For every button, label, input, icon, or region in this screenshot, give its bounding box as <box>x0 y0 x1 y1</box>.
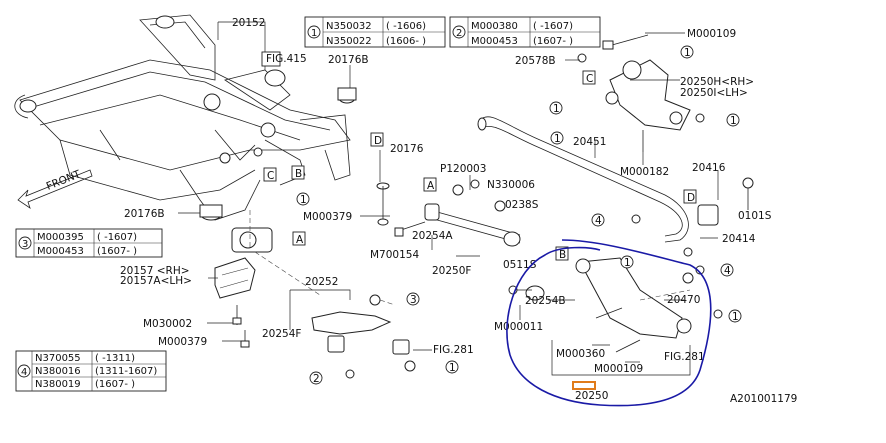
callout-1-e: 1 <box>554 133 561 145</box>
label-20451: 20451 <box>573 136 606 148</box>
label-m000360: M000360 <box>556 348 605 360</box>
callout-1-d: 1 <box>553 103 560 115</box>
label-20254B: 20254B <box>525 295 566 307</box>
table4-row2-code: N380016 <box>35 366 81 377</box>
front-arrow-icon: FRONT <box>17 168 93 209</box>
letter-callouts: D C B A A C D B <box>263 70 697 261</box>
part-number-highlight-box <box>572 381 596 390</box>
label-p120003: P120003 <box>440 163 486 175</box>
label-0238S: 0238S <box>505 199 539 211</box>
label-20152: 20152 <box>232 17 265 29</box>
label-20250: 20250 <box>575 390 608 402</box>
callout-1-c: 1 <box>684 47 691 59</box>
callout-B-a: B <box>295 168 302 180</box>
label-m000109-bottom: M000109 <box>594 363 643 375</box>
variant-table-1: 1 N350032 ( -1606) N350022 (1606- ) <box>304 16 446 48</box>
label-m700154: M700154 <box>370 249 419 261</box>
callout-1-a: 1 <box>300 194 307 206</box>
table2-row1-code: M000380 <box>471 21 518 32</box>
label-20176: 20176 <box>390 143 424 155</box>
callout-A-b: A <box>427 180 435 192</box>
label-m000011: M000011 <box>494 321 543 333</box>
callout-4-a: 4 <box>595 215 602 227</box>
label-m030002: M030002 <box>143 318 192 330</box>
doc-id: A201001179 <box>730 393 797 405</box>
variant-table-3: 3 M000395 ( -1607) M000453 (1607- ) <box>15 228 163 258</box>
front-label: FRONT <box>45 168 83 193</box>
label-fig415: FIG.415 <box>266 53 307 65</box>
lower-arm-drawing <box>508 257 723 353</box>
table4-row1-code: N370055 <box>35 353 81 364</box>
label-20176B-left: 20176B <box>124 208 165 220</box>
label-20176B-top: 20176B <box>328 54 369 66</box>
table1-callout: 1 <box>311 28 317 39</box>
label-m000182: M000182 <box>620 166 669 178</box>
label-20157: 20157 <RH> <box>120 265 190 277</box>
label-20578B: 20578B <box>515 55 556 67</box>
table2-row2-code: M000453 <box>471 36 518 47</box>
label-20252: 20252 <box>305 276 338 288</box>
label-20250H: 20250H<RH> <box>680 76 754 88</box>
table4-row2-range: (1311-1607) <box>95 366 157 377</box>
table4-row3-range: (1607- ) <box>95 379 135 390</box>
label-20416: 20416 <box>692 162 726 174</box>
table1-row1-code: N350032 <box>326 21 372 32</box>
label-20157A: 20157A<LH> <box>120 275 192 287</box>
variant-table-2: 2 M000380 ( -1607) M000453 (1607- ) <box>449 16 601 48</box>
callout-4-b: 4 <box>724 265 731 277</box>
subframe-drawing <box>14 14 390 348</box>
table3-row1-range: ( -1607) <box>97 232 137 243</box>
label-20414: 20414 <box>722 233 756 245</box>
callout-1-f: 1 <box>730 115 737 127</box>
callout-A-a: A <box>296 234 304 246</box>
label-20254A: 20254A <box>412 230 453 242</box>
table4-callout: 4 <box>21 367 27 378</box>
callout-2-a: 2 <box>313 373 320 385</box>
label-fig281-left: FIG.281 <box>433 344 474 356</box>
trailing-link-drawing <box>394 179 521 247</box>
label-20254F: 20254F <box>262 328 301 340</box>
table1-row1-range: ( -1606) <box>386 21 426 32</box>
table4-row1-range: ( -1311) <box>95 353 135 364</box>
callout-C-a: C <box>267 170 274 182</box>
label-20250I: 20250I<LH> <box>680 87 748 99</box>
lateral-link-drawing <box>311 294 416 379</box>
callout-D-b: D <box>687 192 695 204</box>
table2-row2-range: (1607- ) <box>533 36 573 47</box>
variant-table-4: 4 N370055 ( -1311) N380016 (1311-1607) N… <box>15 350 167 392</box>
table3-row2-range: (1607- ) <box>97 246 137 257</box>
table3-row2-code: M000453 <box>37 246 84 257</box>
callout-1-g: 1 <box>624 257 631 269</box>
label-m000379-lower: M000379 <box>158 336 207 348</box>
callout-D-a: D <box>374 135 382 147</box>
label-m000109-top: M000109 <box>687 28 736 40</box>
label-20250F: 20250F <box>432 265 471 277</box>
table4-row3-code: N380019 <box>35 379 81 390</box>
upper-arm-drawing <box>577 34 705 152</box>
label-0101S: 0101S <box>738 210 772 222</box>
label-m000379-mid: M000379 <box>303 211 352 223</box>
table1-row2-code: N350022 <box>326 36 372 47</box>
callout-B-b: B <box>559 249 566 261</box>
part-labels: 20152 FIG.415 20176B 20176 20176B 20157 … <box>120 17 797 405</box>
hand-drawn-highlight <box>506 239 712 407</box>
number-callouts: 1 3 2 1 1 1 1 1 4 1 4 1 <box>296 45 742 385</box>
stabilizer-bar-drawing <box>477 116 754 257</box>
table1-row2-range: (1606- ) <box>386 36 426 47</box>
label-20470: 20470 <box>667 294 700 306</box>
label-n330006: N330006 <box>487 179 535 191</box>
leader-lines <box>178 21 719 376</box>
callout-C-b: C <box>586 73 593 85</box>
table3-callout: 3 <box>22 239 28 250</box>
table2-row1-range: ( -1607) <box>533 21 573 32</box>
highlight-circle <box>506 239 712 407</box>
callout-3-a: 3 <box>410 294 417 306</box>
table2-callout: 2 <box>456 28 462 39</box>
label-fig281-right: FIG.281 <box>664 351 705 363</box>
callout-1-h: 1 <box>732 311 739 323</box>
table3-row1-code: M000395 <box>37 232 84 243</box>
callout-1-b: 1 <box>449 362 456 374</box>
